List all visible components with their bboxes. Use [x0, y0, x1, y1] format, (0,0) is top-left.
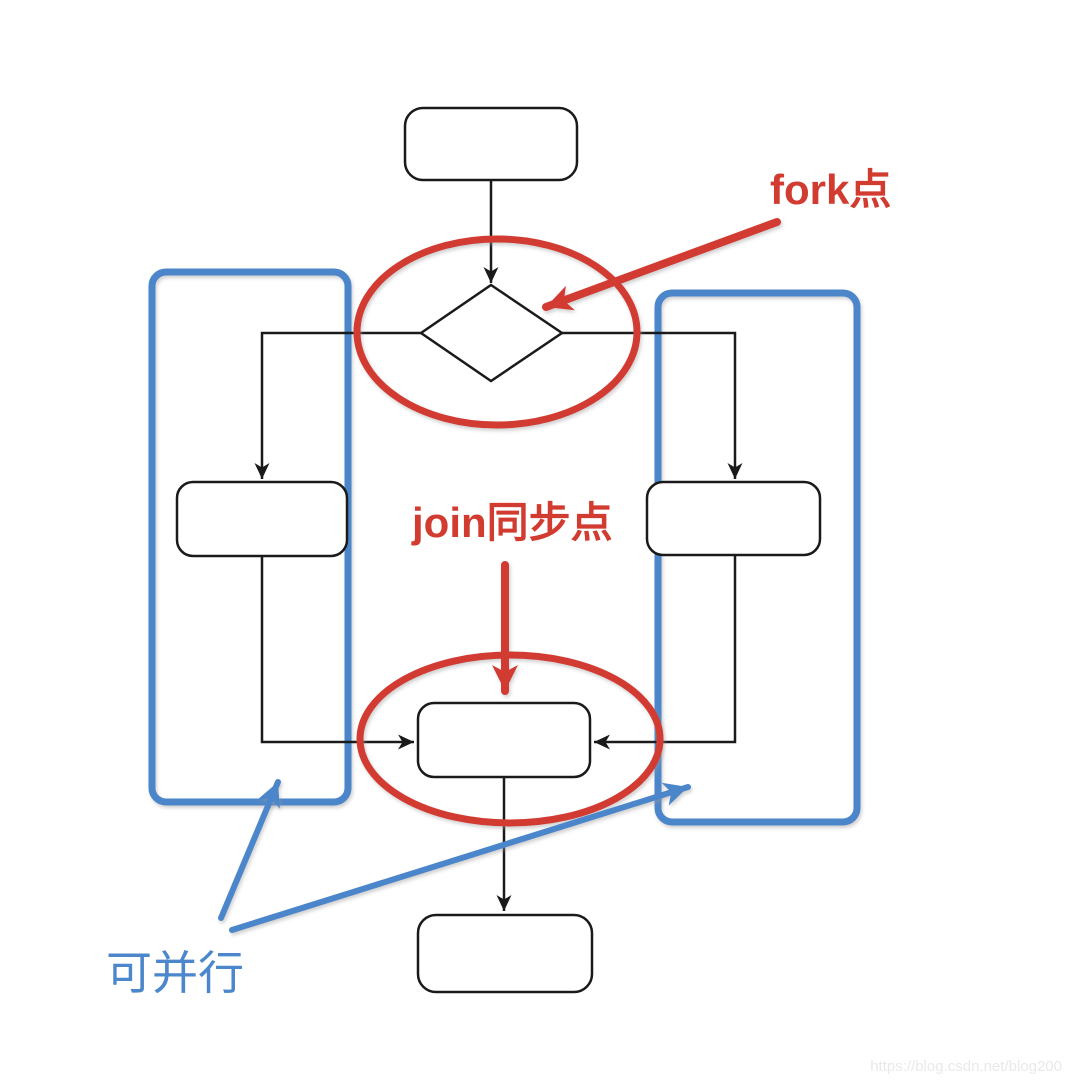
connector-fork-to-right-branch: [562, 331, 743, 479]
right-branch-node: [645, 480, 822, 557]
watermark: https://blog.csdn.net/blog200: [870, 1058, 1062, 1075]
connector-right-branch-to-join: [594, 555, 737, 750]
connector-left-branch-to-join: [260, 556, 414, 750]
fork-annotation-arrow: [542, 218, 781, 311]
join-point-label: join同步点: [411, 499, 613, 546]
parallel-label: 可并行: [106, 947, 244, 999]
start-node: [403, 106, 579, 182]
right-parallel-region-highlight: [654, 289, 861, 826]
end-node: [416, 913, 594, 994]
connector-fork-to-left-branch: [254, 331, 421, 479]
fork-point-label: fork点: [770, 166, 891, 213]
join-point-circle: [356, 651, 664, 827]
left-branch-node: [175, 480, 349, 558]
fork-point-circle: [353, 235, 641, 429]
parallel-annotation-arrow-left: [218, 779, 281, 921]
join-node: [416, 701, 592, 779]
fork-decision-diamond: [418, 283, 565, 383]
parallel-annotation-arrow-right: [229, 782, 691, 933]
